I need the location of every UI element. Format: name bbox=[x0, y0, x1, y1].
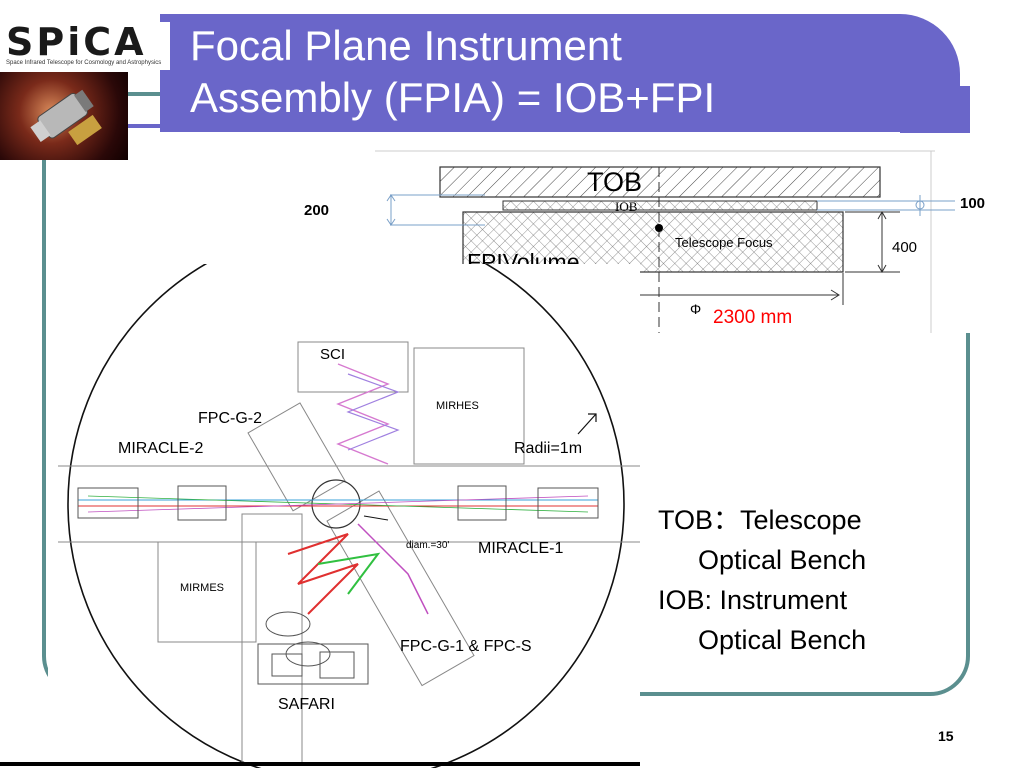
miracle-2-label: MIRACLE-2 bbox=[118, 440, 204, 457]
sci-label: SCI bbox=[320, 346, 346, 363]
miracle-1-label: MIRACLE-1 bbox=[478, 540, 564, 557]
focus-circle bbox=[311, 479, 361, 529]
cross-section-svg bbox=[375, 150, 955, 333]
diam-label: diam.=30' bbox=[406, 540, 450, 551]
telescope-focus-point bbox=[655, 224, 663, 232]
sci-box bbox=[297, 341, 409, 393]
dimension-label-panel: 200 bbox=[290, 140, 370, 260]
title-underline bbox=[128, 124, 904, 128]
radius-circle bbox=[67, 225, 625, 773]
diameter-label: 2300 mm bbox=[713, 307, 793, 328]
mirmes-box bbox=[157, 541, 257, 643]
legend-tob-line1: TOB：Telescope bbox=[658, 505, 862, 535]
tob-label: TOB bbox=[587, 167, 643, 197]
page-number: 15 bbox=[938, 728, 954, 744]
dimension-200: 200 bbox=[304, 202, 330, 219]
slide-title: Focal Plane Instrument Assembly (FPIA) =… bbox=[190, 22, 716, 121]
telescope-icon bbox=[30, 89, 102, 146]
iob-plate bbox=[502, 200, 818, 211]
instrument-layout-diagram: SCI MIRHES FPC-G-2 MIRACLE-2 Radii=1m di… bbox=[48, 225, 640, 773]
tob-plate bbox=[439, 166, 881, 198]
fpc-g-1-label: FPC-G-1 & FPC-S bbox=[400, 638, 532, 655]
logo-wordmark: SPiCA bbox=[6, 20, 147, 64]
mirmes-label: MIRMES bbox=[180, 582, 224, 594]
mirhes-label: MIRHES bbox=[436, 400, 479, 412]
phi-symbol: Φ bbox=[690, 301, 702, 317]
fpc-g-2-label: FPC-G-2 bbox=[198, 410, 262, 427]
iob-label: IOB bbox=[615, 199, 638, 214]
fpi-volume-box bbox=[462, 211, 844, 273]
legend-iob-line2: Optical Bench bbox=[698, 625, 867, 655]
mirhes-box bbox=[413, 347, 525, 465]
title-bar bbox=[160, 14, 970, 136]
legend-text-box: TOB：Telescope Optical Bench IOB: Instrum… bbox=[658, 500, 866, 660]
radii-label: Radii=1m bbox=[514, 440, 583, 457]
logo-subtitle: Space Infrared Telescope for Cosmology a… bbox=[6, 60, 162, 66]
layout-svg bbox=[58, 225, 640, 773]
dimension-400: 400 bbox=[892, 239, 918, 256]
logo-telescope-image bbox=[0, 72, 128, 160]
safari-label: SAFARI bbox=[278, 696, 335, 713]
telescope-focus-label: Telescope Focus bbox=[675, 235, 773, 250]
legend-tob-line2: Optical Bench bbox=[698, 545, 867, 575]
dimension-100: 100 bbox=[960, 195, 986, 212]
legend-iob-line1: IOB: Instrument bbox=[658, 585, 848, 615]
logo-box bbox=[2, 22, 170, 70]
bottom-rule bbox=[0, 762, 640, 766]
